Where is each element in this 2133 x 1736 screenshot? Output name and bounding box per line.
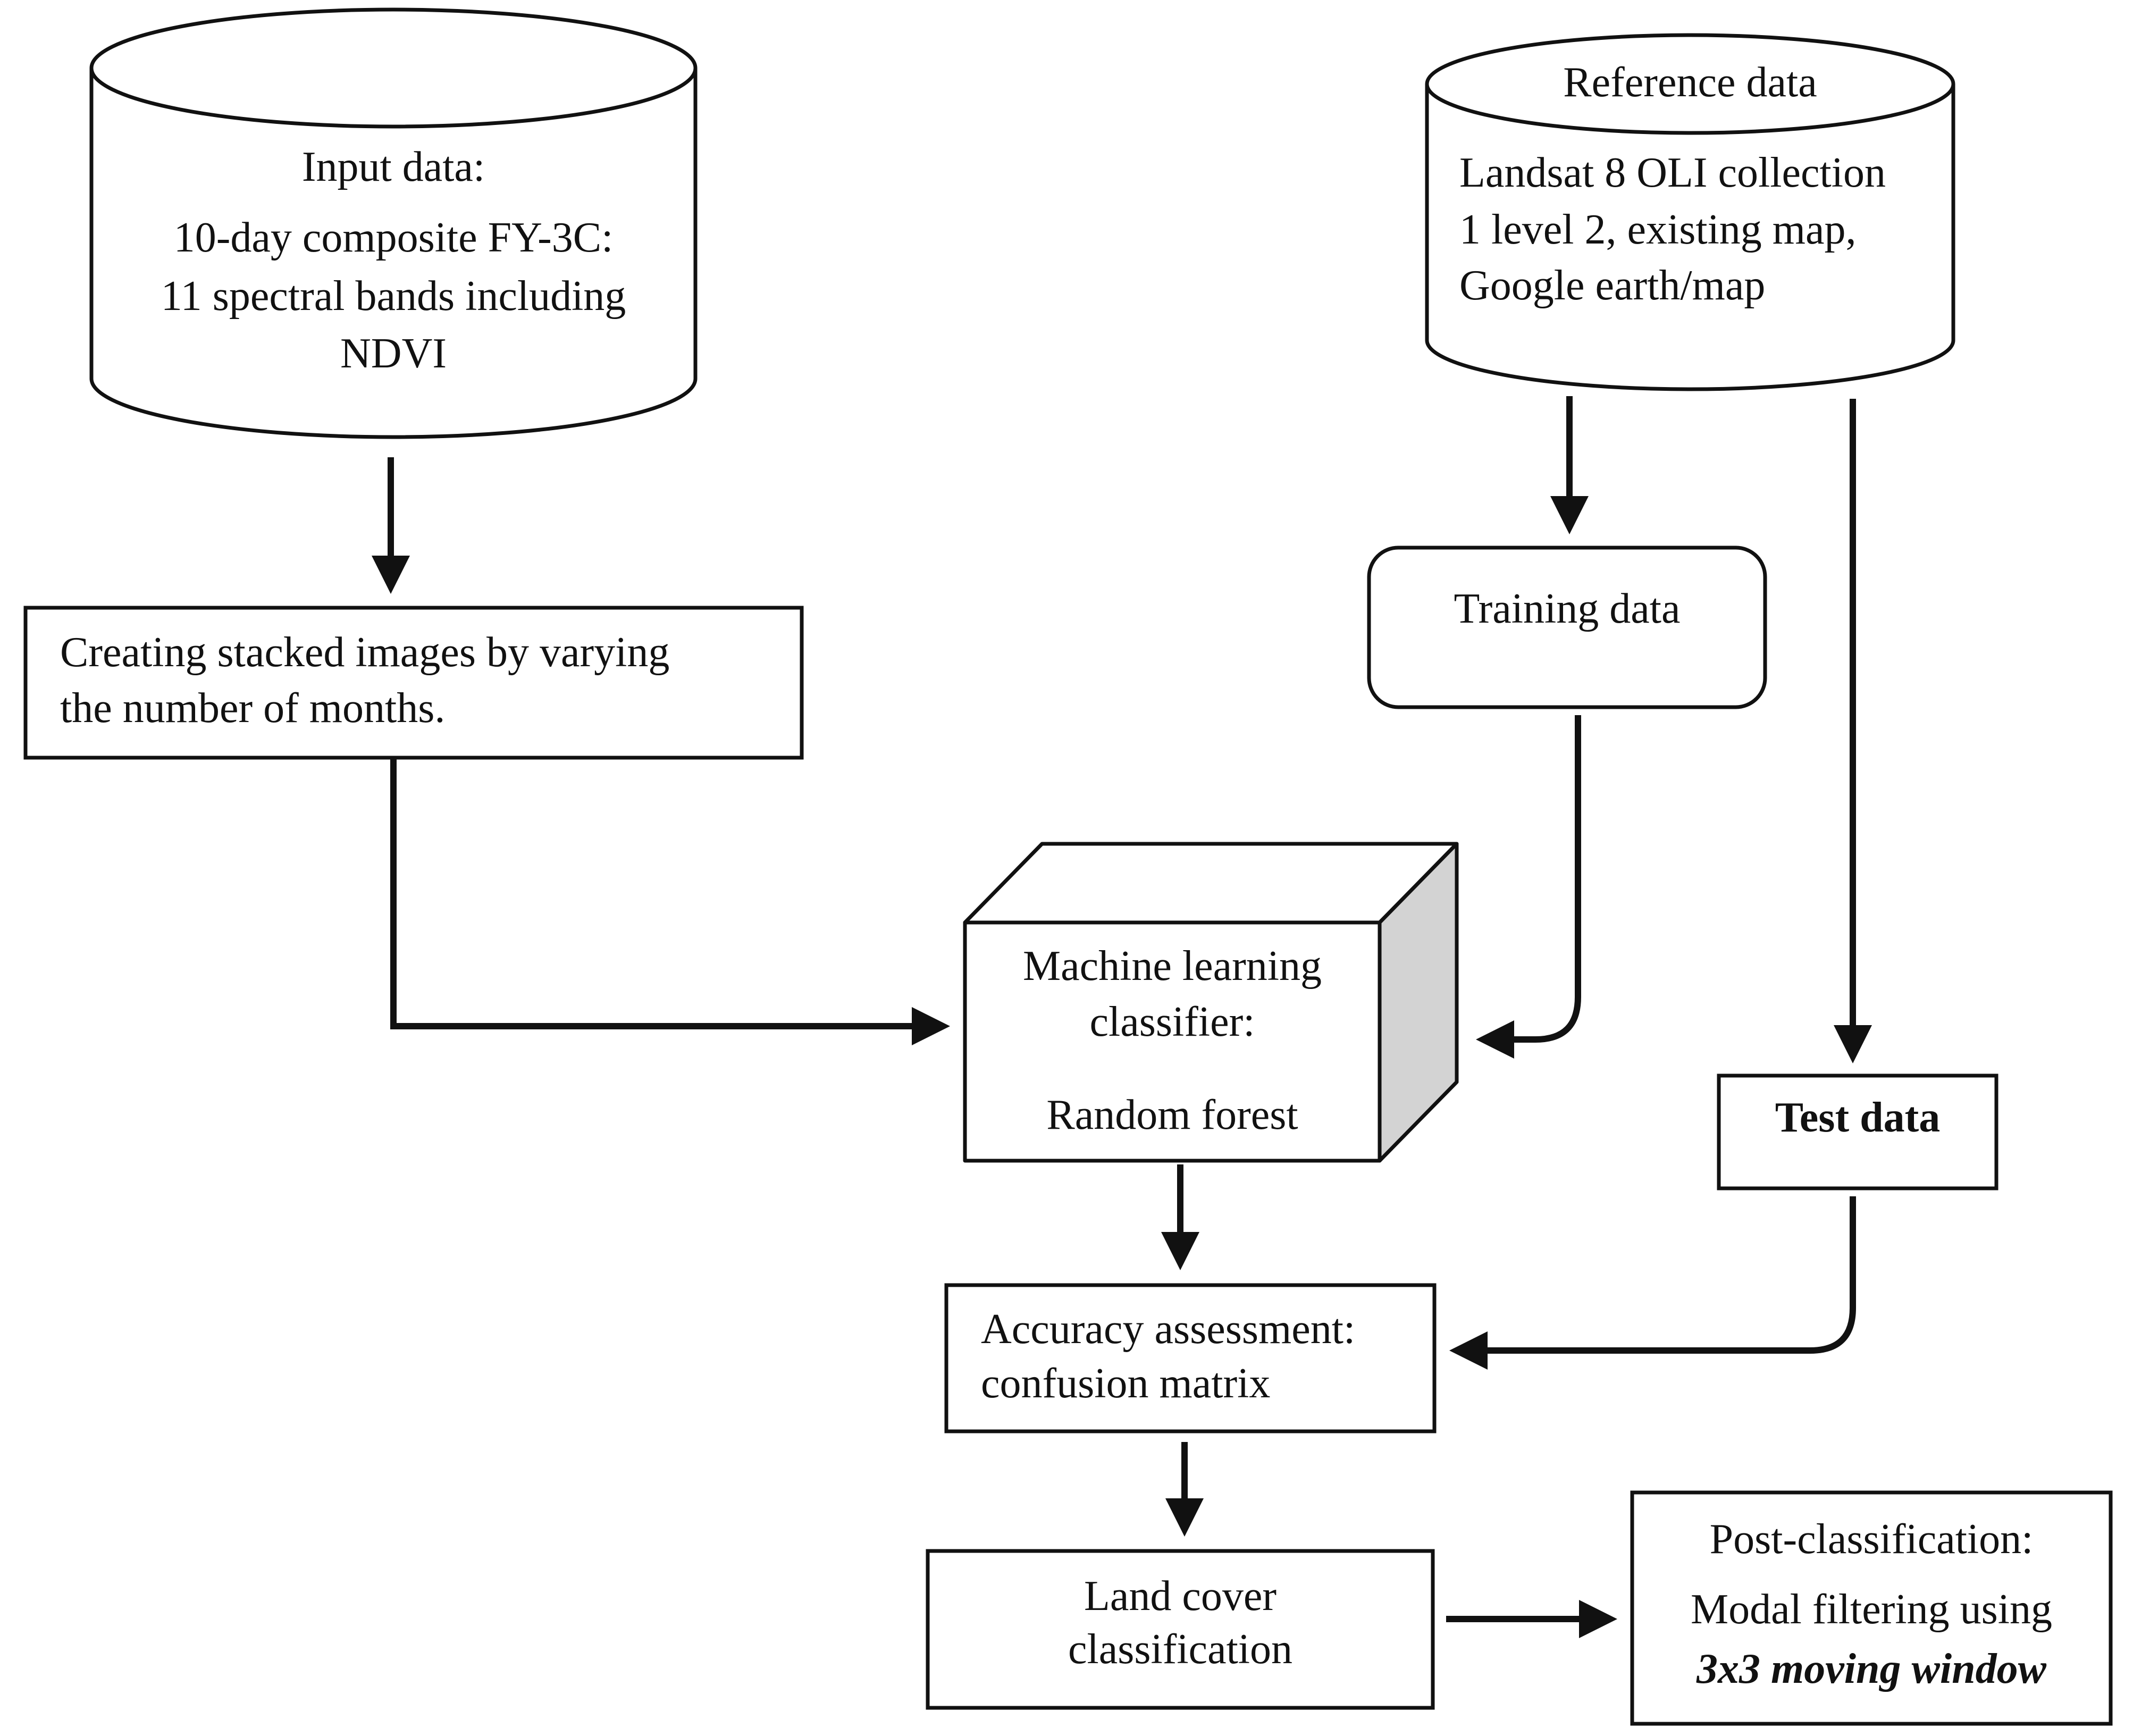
accuracy-line-1: Accuracy assessment: [981, 1306, 1356, 1353]
test-data-label: Test data [1775, 1094, 1941, 1141]
reference-data-line-1: Landsat 8 OLI collection [1459, 149, 1886, 196]
stacking-line-2: the number of months. [60, 685, 446, 732]
input-data-line-1: 10-day composite FY-3C: [173, 214, 614, 261]
stacking-box [23, 606, 804, 760]
arrow-training-to-classifier [1476, 715, 1581, 1059]
input-data-line-3: NDVI [340, 330, 447, 377]
arrow-test-to-accuracy [1449, 1196, 1856, 1370]
land-cover-line-2: classification [1068, 1626, 1293, 1673]
input-data-cylinder [89, 7, 698, 439]
reference-data-title: Reference data [1563, 59, 1817, 106]
reference-data-cylinder [1425, 33, 1955, 391]
stacking-line-1: Creating stacked images by varying [60, 629, 670, 676]
classifier-line-2: classifier: [1089, 999, 1255, 1045]
arrow-stacking-to-classifier [390, 758, 950, 1045]
training-data-box [1367, 546, 1767, 709]
accuracy-line-2: confusion matrix [981, 1360, 1271, 1407]
post-classification-line-3: 3x3 moving window [1697, 1646, 2046, 1692]
accuracy-box [944, 1283, 1437, 1433]
test-data-box [1717, 1074, 1998, 1190]
classifier-cube [963, 842, 1459, 1163]
input-data-line-2: 11 spectral bands including [161, 273, 626, 320]
post-classification-line-2: Modal filtering using [1691, 1586, 2052, 1633]
classifier-line-1: Machine learning [1023, 943, 1322, 989]
land-cover-box [926, 1549, 1435, 1710]
post-classification-box [1630, 1490, 2113, 1726]
post-classification-title: Post-classification: [1709, 1516, 2034, 1563]
reference-data-line-3: Google earth/map [1459, 262, 1766, 309]
classifier-line-3: Random forest [1046, 1092, 1298, 1138]
reference-data-line-2: 1 level 2, existing map, [1459, 206, 1857, 253]
land-cover-line-1: Land cover [1084, 1573, 1277, 1620]
input-data-title: Input data: [301, 144, 485, 190]
training-data-label: Training data [1454, 585, 1681, 632]
